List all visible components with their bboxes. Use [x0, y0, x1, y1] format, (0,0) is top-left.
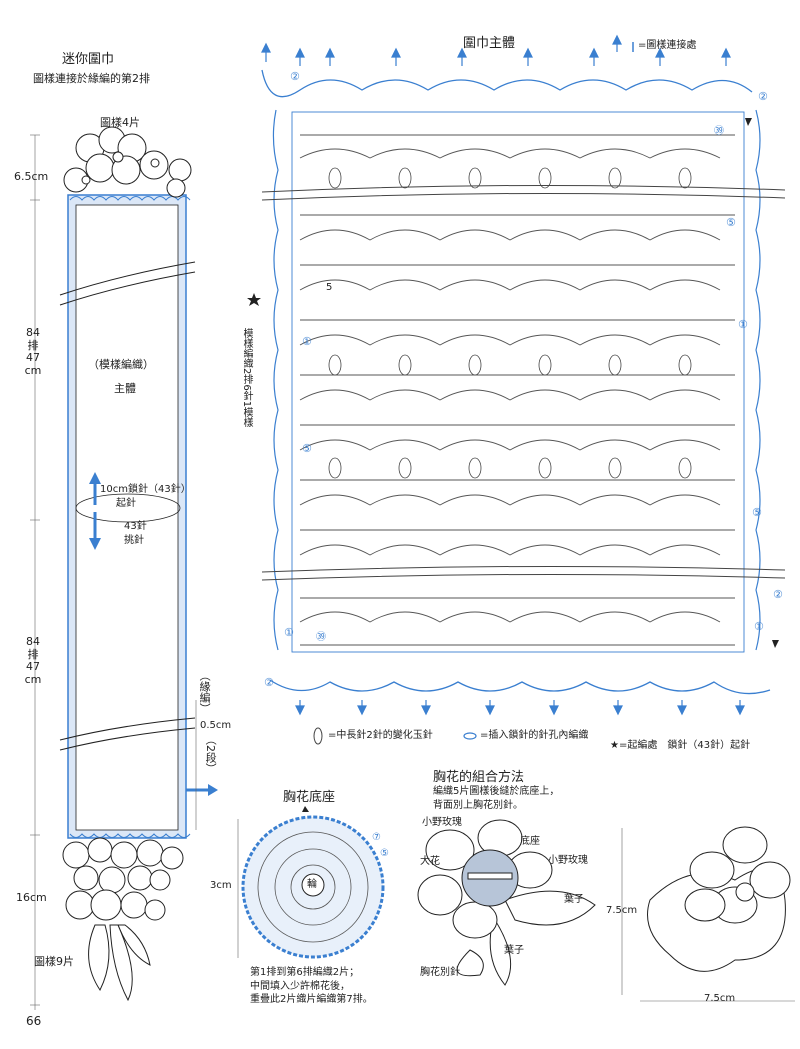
marker-1b: ① [738, 318, 748, 331]
marker-84a: ㊴ [714, 126, 724, 137]
dim-top: 6.5cm [14, 170, 49, 183]
legend-insert: =插入鎖針的針孔內編織 [480, 730, 589, 741]
pickup-count: 43針 [124, 521, 147, 532]
label-leaf-1: 葉子 [564, 894, 584, 905]
marker-5b: ⑤ [726, 216, 736, 229]
corsage-center: 輪 [307, 879, 317, 890]
start-label: 起針 [116, 498, 136, 509]
corsage-base-title: 胸花底座 [283, 790, 336, 805]
corsage-marker-7: ⑦ [372, 832, 381, 843]
stitch-chart [247, 34, 786, 716]
assembly-title: 胸花的組合方法 [433, 770, 525, 785]
page-number: 66 [26, 1014, 42, 1028]
side-label: 模樣編織2排6針1模樣 [241, 328, 252, 428]
corsage-dim: 3cm [210, 880, 232, 891]
edge-rows: （2段） [204, 734, 218, 774]
marker-1a: ① [302, 335, 312, 348]
marker-2d: ② [290, 70, 300, 83]
marker-2c: ② [264, 676, 274, 689]
corsage-base-chart [237, 806, 385, 959]
motif-bottom-label: 圖樣9片 [34, 955, 74, 968]
final-dim-h: 7.5cm [606, 905, 638, 916]
scarf-title: 迷你圍巾 [62, 52, 115, 67]
scarf-subtitle: 圖樣連接於緣編的第2排 [33, 72, 150, 85]
assembly-flower [417, 819, 596, 986]
bottom-motif-cluster [62, 837, 184, 1002]
marker-5c: ⑤ [752, 506, 762, 519]
legend-connect: =圖樣連接處 [638, 40, 697, 51]
marker-2a: ② [758, 90, 768, 103]
legend-symbols [313, 42, 634, 745]
marker-84b: ㊴ [316, 632, 326, 643]
assembly-note: 編織5片圖樣後縫於底座上， 背面別上胸花別針。 [433, 786, 560, 811]
start-chain: 10cm鎖針（43針） [100, 484, 191, 495]
dim-mid2: 84 排 47 cm [24, 635, 42, 686]
label-base: 底座 [520, 836, 540, 847]
marker-2b: ② [773, 588, 783, 601]
legend-start: ★=起編處 鎖針（43針）起針 [610, 740, 751, 751]
edge-dim: 0.5cm [200, 720, 232, 731]
marker-1d: ① [754, 620, 764, 633]
body-pattern: （模樣編織） [88, 358, 154, 371]
corsage-marker-5: ⑤ [380, 848, 389, 859]
marker-1c: ① [284, 626, 294, 639]
label-pin: 胸花別針 [420, 967, 460, 978]
label-wild-rose-2: 小野玫瑰 [548, 855, 588, 866]
legend-puff: =中長針2針的變化玉針 [328, 730, 433, 741]
top-motif-cluster [63, 126, 192, 198]
final-flower [621, 826, 795, 1002]
body-name: 主體 [114, 382, 136, 395]
side-number: 5 [326, 282, 333, 293]
main-title: 圍巾主體 [463, 36, 516, 51]
dim-mid1: 84 排 47 cm [24, 326, 42, 377]
label-big-flower: 大花 [420, 856, 440, 867]
label-wild-rose-1: 小野玫瑰 [422, 817, 462, 828]
final-dim-w: 7.5cm [704, 993, 736, 1004]
marker-5a: ⑤ [302, 442, 312, 455]
label-leaf-2: 葉子 [504, 945, 524, 956]
edge-label: （緣編） [198, 670, 212, 714]
corsage-note: 第1排到第6排編織2片； 中間填入少許棉花後， 重疊此2片織片編織第7排。 [250, 967, 373, 1005]
dim-bottom: 16cm [16, 891, 47, 904]
motif-top-label: 圖樣4片 [100, 116, 140, 129]
scarf-schematic [30, 134, 218, 1010]
pickup-label: 挑針 [124, 535, 144, 546]
